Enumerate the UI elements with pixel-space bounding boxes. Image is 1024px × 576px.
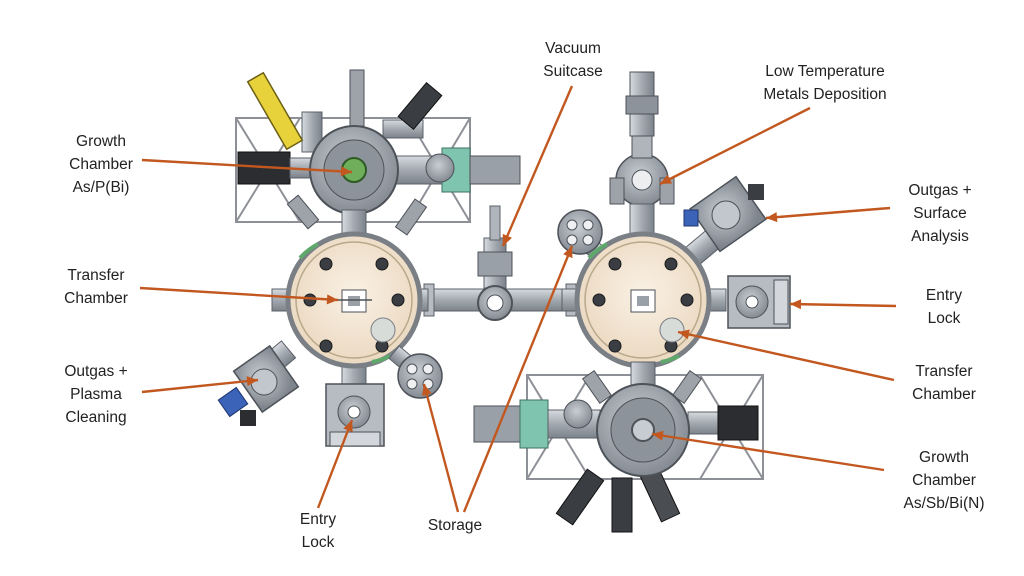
growth-chamber-left xyxy=(237,69,521,247)
label-low-temp-metals: Low Temperature Metals Deposition xyxy=(763,63,887,103)
arrow-outgas-surface-line xyxy=(765,206,891,220)
label-outgas-surface: Outgas + Surface Analysis xyxy=(908,182,972,245)
label-transfer-chamber-right: Transfer Chamber xyxy=(912,363,976,403)
arrow-low-temp-metals-line xyxy=(659,106,811,186)
arrow-entry-lock-left-head xyxy=(343,420,353,433)
outgas-plasma-module xyxy=(217,340,300,426)
arrow-growth-chamber-left-head xyxy=(340,166,352,177)
arrow-vacuum-suitcase-head xyxy=(502,233,512,246)
arrow-outgas-surface-head xyxy=(766,212,778,223)
arrow-transfer-chamber-left-head xyxy=(326,294,338,305)
outgas-surface-unit xyxy=(681,175,767,268)
arrow-low-temp-metals-head xyxy=(660,174,673,184)
arrow-outgas-plasma-line xyxy=(141,378,259,394)
arrow-growth-chamber-right-line xyxy=(651,432,885,472)
arrow-transfer-chamber-right-head xyxy=(678,329,690,340)
callout-arrows xyxy=(139,85,897,513)
storage-right-unit xyxy=(557,209,608,263)
label-transfer-chamber-left: Transfer Chamber xyxy=(64,267,128,307)
arrow-entry-lock-right-line xyxy=(789,302,897,308)
label-entry-lock-left: Entry Lock xyxy=(299,511,337,551)
arrow-transfer-chamber-right-line xyxy=(677,330,895,382)
arrow-storage-left-head xyxy=(421,384,432,396)
label-growth-chamber-left: Growth Chamber As/P(Bi) xyxy=(69,133,133,196)
label-outgas-plasma: Outgas + Plasma Cleaning xyxy=(64,363,128,426)
entry-lock-right-unit xyxy=(727,275,791,329)
arrow-outgas-plasma-head xyxy=(246,376,258,387)
arrow-storage-right-line xyxy=(462,245,574,513)
vacuum-suitcase-unit xyxy=(477,205,513,321)
arrow-entry-lock-left-line xyxy=(316,419,354,509)
arrow-storage-right-head xyxy=(563,246,573,259)
entry-lock-left-unit xyxy=(325,383,385,447)
transfer-chamber-right xyxy=(561,231,727,393)
arrow-storage-left-line xyxy=(422,383,460,513)
arrow-transfer-chamber-left-line xyxy=(139,286,339,302)
growth-chamber-right xyxy=(473,370,759,533)
low-temp-metals-unit xyxy=(609,71,675,239)
label-vacuum-suitcase: Vacuum Suitcase xyxy=(543,40,603,80)
arrow-vacuum-suitcase-line xyxy=(501,85,574,247)
arrow-growth-chamber-right-head xyxy=(652,430,664,441)
label-growth-chamber-right: Growth Chamber As/Sb/Bi(N) xyxy=(903,449,985,512)
label-entry-lock-right: Entry Lock xyxy=(925,287,963,327)
label-storage: Storage xyxy=(427,517,483,534)
storage-left-unit xyxy=(388,345,443,399)
arrow-growth-chamber-left-line xyxy=(141,158,353,174)
arrow-entry-lock-right-head xyxy=(790,299,802,310)
